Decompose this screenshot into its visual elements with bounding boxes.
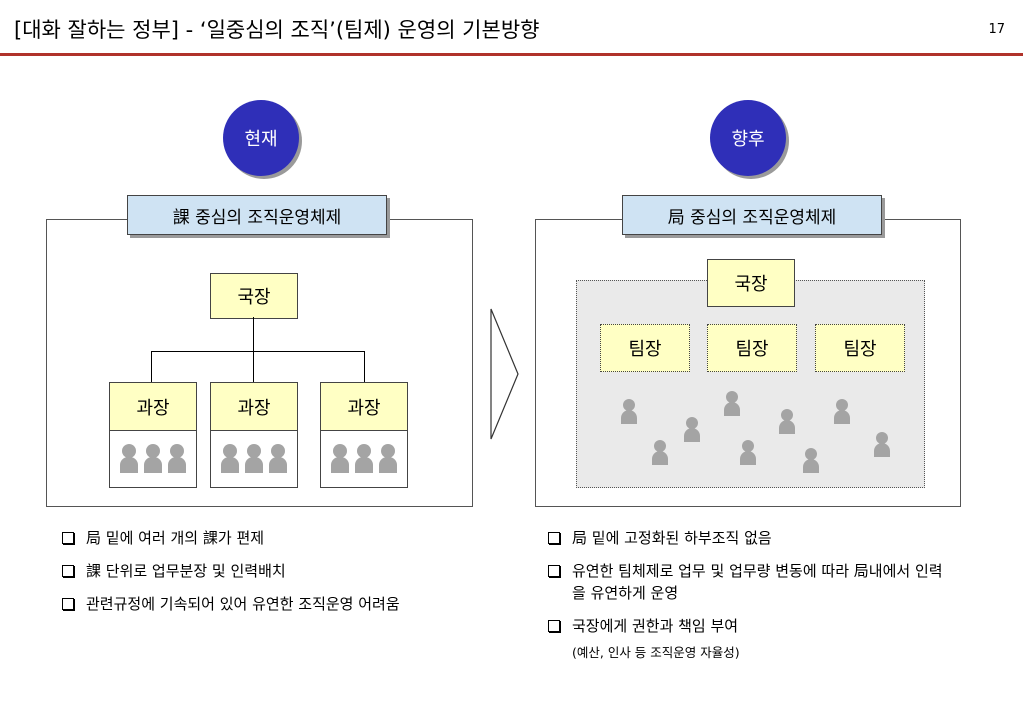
list-item: 局 밑에 고정화된 하부조직 없음 [548, 527, 978, 549]
current-bullets: 局 밑에 여러 개의 課가 편제 課 단위로 업무분장 및 인력배치 관련규정에… [62, 527, 462, 626]
org-connector-horizontal [151, 351, 365, 352]
future-director-label: 국장 [734, 274, 768, 295]
future-system-label: 局 중심의 조직운영체제 [622, 195, 882, 235]
checkbox-bullet-icon [548, 620, 560, 632]
person-icon [724, 391, 740, 417]
org-connector-right [364, 351, 365, 382]
page-number: 17 [988, 22, 1005, 37]
bullet-text: 課 단위로 업무분장 및 인력배치 [86, 562, 286, 580]
bullet-text: 관련규정에 기속되어 있어 유연한 조직운영 어려움 [86, 595, 400, 613]
manager-box: 과장 [210, 382, 298, 432]
list-item: 局 밑에 여러 개의 課가 편제 [62, 527, 462, 549]
person-icon [167, 444, 187, 474]
manager-label: 과장 [136, 398, 170, 419]
current-director-box: 국장 [210, 273, 298, 319]
current-circle-label: 현재 [244, 129, 278, 150]
staff-group [320, 430, 408, 488]
person-icon [684, 417, 700, 443]
person-icon [244, 444, 264, 474]
person-icon [143, 444, 163, 474]
current-system-label-text: 課 중심의 조직운영체제 [172, 207, 342, 228]
person-icon [119, 444, 139, 474]
person-icon [220, 444, 240, 474]
manager-label: 과장 [237, 398, 271, 419]
bullet-note: (예산, 인사 등 조직운영 자율성) [572, 645, 740, 660]
org-connector-left [151, 351, 152, 382]
checkbox-bullet-icon [62, 565, 74, 577]
person-icon [378, 444, 398, 474]
future-system-label-text: 局 중심의 조직운영체제 [667, 207, 837, 228]
future-circle-label: 향후 [731, 129, 765, 150]
list-item: 課 단위로 업무분장 및 인력배치 [62, 560, 462, 582]
person-icon [779, 409, 795, 435]
future-bullets: 局 밑에 고정화된 하부조직 없음 유연한 팀체제로 업무 및 업무량 변동에 … [548, 527, 978, 664]
team-leader-label: 팀장 [735, 339, 769, 360]
bullet-text: 유연한 팀체제로 업무 및 업무량 변동에 따라 局내에서 인력을 유연하게 운… [572, 562, 943, 602]
checkbox-bullet-icon [62, 532, 74, 544]
org-connector-middle [253, 351, 254, 382]
bullet-text: 局 밑에 고정화된 하부조직 없음 [572, 529, 772, 547]
person-icon [740, 440, 756, 466]
future-circle: 향후 [710, 100, 786, 176]
checkbox-bullet-icon [548, 532, 560, 544]
person-icon [354, 444, 374, 474]
team-pool-area [576, 280, 925, 488]
org-connector-vertical [253, 317, 254, 351]
list-item: 유연한 팀체제로 업무 및 업무량 변동에 따라 局내에서 인력을 유연하게 운… [548, 560, 978, 604]
team-leader-box: 팀장 [707, 324, 797, 372]
bullet-text: 局 밑에 여러 개의 課가 편제 [86, 529, 265, 547]
current-circle: 현재 [223, 100, 299, 176]
staff-group [109, 430, 197, 488]
person-icon [268, 444, 288, 474]
staff-group [210, 430, 298, 488]
team-leader-box: 팀장 [600, 324, 690, 372]
person-icon [834, 399, 850, 425]
team-leader-label: 팀장 [843, 339, 877, 360]
person-icon [330, 444, 350, 474]
page-title: [대화 잘하는 정부] - ‘일중심의 조직’(팀제) 운영의 기본방향 [14, 18, 540, 42]
list-item: 국장에게 권한과 책임 부여 [548, 615, 978, 637]
manager-label: 과장 [347, 398, 381, 419]
bullet-text: 국장에게 권한과 책임 부여 [572, 617, 739, 635]
team-leader-label: 팀장 [628, 339, 662, 360]
person-icon [652, 440, 668, 466]
person-icon [621, 399, 637, 425]
header-divider [0, 53, 1023, 56]
current-system-label: 課 중심의 조직운영체제 [127, 195, 387, 235]
list-item: 관련규정에 기속되어 있어 유연한 조직운영 어려움 [62, 593, 462, 615]
checkbox-bullet-icon [548, 565, 560, 577]
team-leader-box: 팀장 [815, 324, 905, 372]
future-director-box: 국장 [707, 259, 795, 307]
person-icon [803, 448, 819, 474]
current-director-label: 국장 [237, 287, 271, 308]
chevron-right-arrow-icon [490, 308, 519, 440]
manager-box: 과장 [109, 382, 197, 432]
checkbox-bullet-icon [62, 598, 74, 610]
person-icon [874, 432, 890, 458]
manager-box: 과장 [320, 382, 408, 432]
